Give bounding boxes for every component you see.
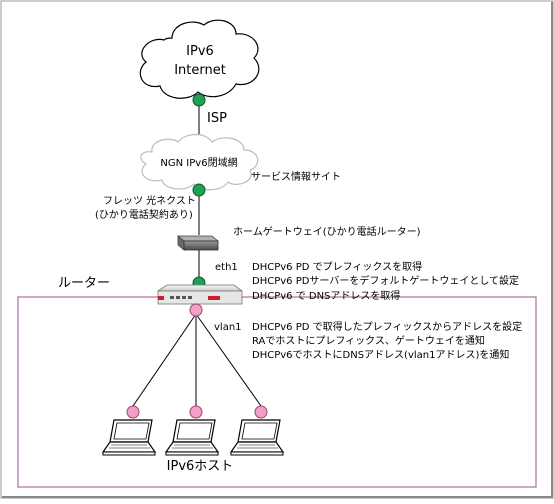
host-1-node: [126, 405, 140, 419]
home-gateway-label: ホームゲートウェイ(ひかり電話ルーター): [233, 225, 421, 238]
cloud-internet-line1: IPv6: [186, 44, 214, 59]
vlan1-node: [189, 303, 203, 317]
link-host-3: [195, 313, 262, 407]
host-laptop-1: [102, 405, 156, 456]
hosts-label: IPv6ホスト: [167, 459, 234, 474]
ngn-node: [192, 183, 206, 197]
ngn-cloud-label: NGN IPv6閉域網: [160, 156, 237, 169]
eth1-note-3: DHCPv6 で DNSアドレスを取得: [252, 290, 400, 302]
host-3-node: [254, 405, 268, 419]
flets-line1: フレッツ 光ネクスト: [103, 194, 196, 207]
host-laptop-2: [165, 405, 219, 456]
isp-node: [192, 93, 206, 107]
router-area-frame: [17, 296, 537, 488]
host-2-node: [189, 405, 203, 419]
flets-line2: (ひかり電話契約あり): [95, 208, 193, 221]
host-laptop-3: [230, 405, 284, 456]
router-device: [156, 284, 244, 305]
cloud-internet-line2: Internet: [174, 63, 226, 78]
eth1-port-label: eth1: [215, 262, 238, 273]
home-gateway-device: [176, 235, 220, 251]
router-label: ルーター: [58, 276, 110, 291]
ngn-cloud: NGN IPv6閉域網: [140, 133, 259, 191]
isp-label: ISP: [207, 111, 227, 126]
vlan1-port-label: vlan1: [214, 322, 242, 333]
internet-cloud: IPv6 Internet: [139, 19, 260, 99]
vlan1-note-3: DHCPv6でホストにDNSアドレス(vlan1アドレス)を通知: [252, 348, 509, 361]
eth1-note-2: DHCPv6 PDサーバーをデフォルトゲートウェイとして設定: [252, 274, 519, 287]
link-host-1: [132, 313, 197, 407]
service-site-label: サービス情報サイト: [251, 170, 341, 183]
vlan1-note-1: DHCPv6 PD で取得したプレフィックスからアドレスを設定: [252, 320, 522, 333]
vlan1-note-2: RAでホストにプレフィックス、ゲートウェイを通知: [252, 334, 485, 347]
eth1-note-1: DHCPv6 PD でプレフィックスを取得: [252, 261, 422, 273]
